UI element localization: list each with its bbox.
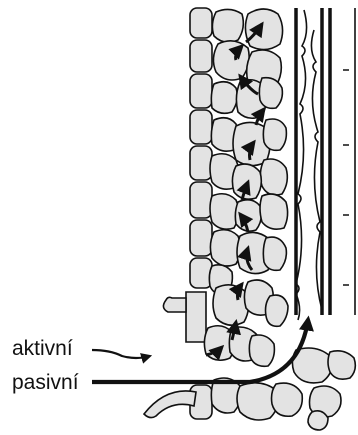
stele-walls [296,8,355,315]
epidermis-cells [144,8,212,419]
label-passive: pasivní [12,372,79,393]
label-active: aktivní [12,338,73,359]
active-path-arrow [92,350,150,358]
cortex-cells [204,9,355,430]
